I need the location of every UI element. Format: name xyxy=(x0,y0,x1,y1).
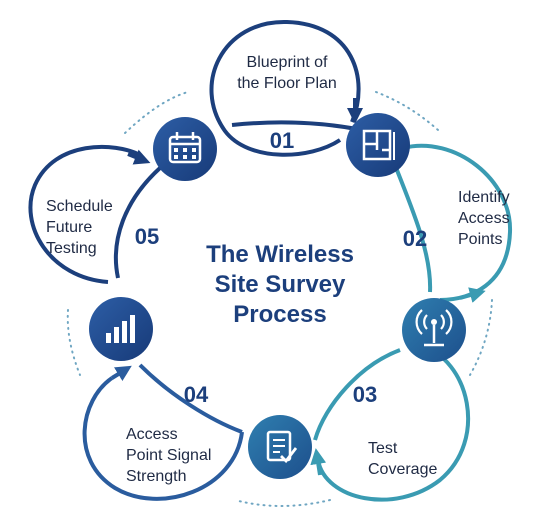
step-02-label: Identify Access Points xyxy=(458,187,510,250)
step-number-04: 04 xyxy=(184,382,209,407)
step-04-label-line-2: Point Signal xyxy=(126,447,212,464)
step-02-label-line-2: Access xyxy=(458,210,510,227)
step-05-loop xyxy=(28,145,162,284)
step-03-label-line-2: Coverage xyxy=(368,461,438,478)
connector-01-02 xyxy=(375,91,439,131)
access-point-icon xyxy=(402,298,466,362)
step-01-label-line-2: the Floor Plan xyxy=(237,75,337,92)
checklist-icon xyxy=(248,415,312,479)
step-04-loop xyxy=(82,363,244,501)
connector-03-04 xyxy=(234,499,331,507)
calendar-icon xyxy=(153,117,217,181)
connector-04-05 xyxy=(66,309,81,376)
step-01-loop xyxy=(209,19,363,157)
step-number-05: 05 xyxy=(135,224,159,249)
step-03-label: Test Coverage xyxy=(368,438,437,480)
step-02-label-line-3: Points xyxy=(458,231,503,248)
step-number-01: 01 xyxy=(270,128,294,153)
step-number-03: 03 xyxy=(353,382,377,407)
floor-plan-icon xyxy=(346,113,410,177)
step-05-label-line-1: Schedule xyxy=(46,198,113,215)
signal-bars-icon xyxy=(89,297,153,361)
connector-05-01 xyxy=(124,91,189,134)
step-03-label-line-1: Test xyxy=(368,440,398,457)
diagram-title: The Wireless Site Survey Process xyxy=(170,240,390,330)
step-05-label: Schedule Future Testing xyxy=(46,196,113,259)
step-01-label: Blueprint of the Floor Plan xyxy=(228,52,346,94)
step-05-label-line-3: Testing xyxy=(46,240,97,257)
step-01-label-line-1: Blueprint of xyxy=(246,54,328,71)
step-05-label-line-2: Future xyxy=(46,219,93,236)
step-04-label-line-1: Access xyxy=(126,426,178,443)
step-03-loop xyxy=(310,343,471,502)
step-04-label-line-3: Strength xyxy=(126,468,187,485)
title-line-1: The Wireless xyxy=(206,241,354,268)
step-04-label: Access Point Signal Strength xyxy=(126,424,211,487)
title-line-3: Process xyxy=(233,301,327,328)
step-number-02: 02 xyxy=(403,226,427,251)
dotted-connectors xyxy=(66,91,493,507)
step-02-label-line-1: Identify xyxy=(458,189,510,206)
connector-02-03 xyxy=(469,299,493,376)
title-line-2: Site Survey xyxy=(214,271,346,298)
